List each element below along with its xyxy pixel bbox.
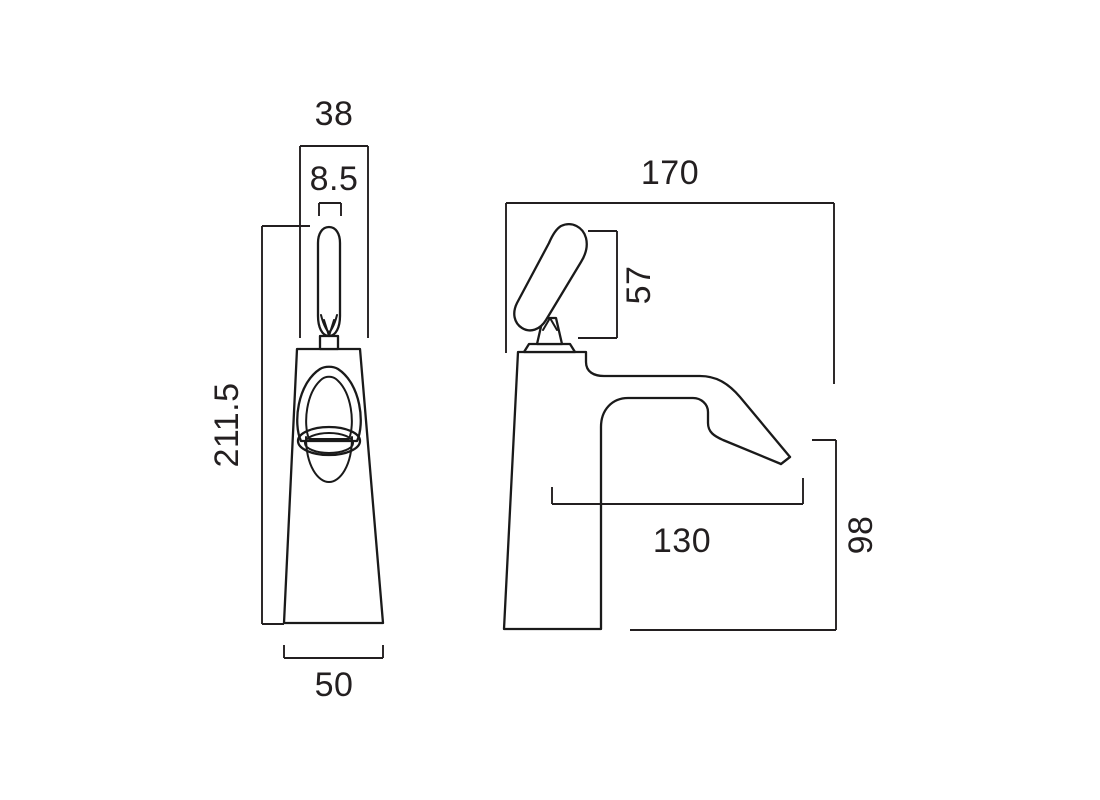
dim-211-5-group: 211.5 [208,225,310,625]
side-body-spout-outline [502,350,792,631]
side-view-group: 170 57 130 98 [502,154,880,631]
dim-130-group: 130 [551,478,804,560]
front-outlet-rim-outer [296,425,362,457]
dim-8-5-group: 8.5 [310,160,359,216]
dim-170-group: 170 [505,154,835,384]
dim-85-label: 8.5 [310,160,359,198]
dim-50-group: 50 [283,645,384,704]
dim-57-group: 57 [578,230,658,339]
front-handle-vee [323,319,335,337]
dim-38-label: 38 [315,95,354,133]
side-handle-base-plate [522,342,577,354]
side-spout-tip-edge [779,455,792,466]
dim-2115-label: 211.5 [208,382,246,467]
front-spout-inner-arch [305,375,353,440]
side-handle-lever [513,223,588,332]
front-view-group: 38 8.5 211.5 50 [208,95,385,704]
dim-98-label: 98 [842,516,880,555]
front-body-outline [282,347,385,625]
front-outlet-bowl [305,436,353,483]
side-handle-stem-vee [542,317,558,331]
front-outlet-rim-inner [304,432,354,454]
dim-130-label: 130 [653,522,711,560]
front-handle-inner-taper [320,314,338,333]
front-spout-outer-arch [296,365,362,443]
front-neck-collar [318,334,340,351]
dim-38-group: 38 [299,95,369,338]
dim-170-label: 170 [641,154,699,192]
dim-57-label: 57 [620,266,658,305]
dim-98-group: 98 [630,439,880,631]
dim-50-label: 50 [315,666,354,704]
